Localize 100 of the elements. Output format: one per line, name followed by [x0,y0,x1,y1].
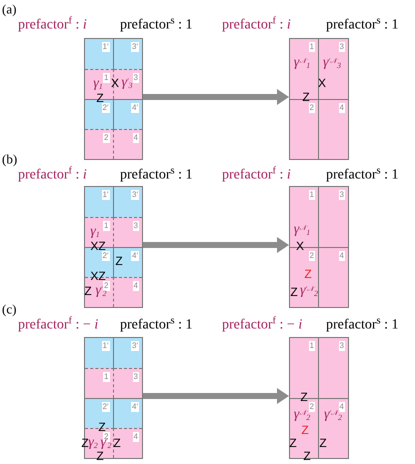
site-number: 1 [103,372,110,382]
site-number: 4 [132,281,139,291]
site-number: 4 [338,402,345,412]
site-number: 4′ [131,251,139,261]
site-number: 1′ [102,341,110,351]
site-number: 4 [132,133,139,143]
prefactor-label: prefactor$^{f}$ : − i [18,314,98,334]
site-number: 4 [132,432,139,442]
operator-symbol: Z [319,437,327,449]
prefactor-label: prefactor$^{s}$ : 1 [120,14,193,34]
site-number: 3 [338,341,345,351]
site-number: 2′ [102,251,110,261]
operator-symbol: Z [98,421,106,433]
lattice-cell [114,428,142,458]
lattice-cell [114,99,142,129]
site-number: 2 [308,251,315,261]
site-number: 1 [308,341,315,351]
site-number: 3 [132,73,139,83]
lattice-cell [85,129,114,159]
lattice-cell [85,187,114,217]
prefactor-label: prefactor$^{s}$ : 1 [120,164,193,184]
operator-symbol: Z [96,92,104,104]
prefactor-label: prefactor$^{s}$ : 1 [326,14,399,34]
prefactor-label: prefactor$^{f}$ : i [18,14,87,34]
operator-symbol: Z [302,91,310,103]
prefactor-label: prefactor$^{s}$ : 1 [120,314,193,334]
lattice-cell [114,247,142,277]
site-number: 4′ [131,402,139,412]
operator-symbol: Z [300,391,308,403]
site-number: 2 [103,281,110,291]
site-number: 2′ [102,103,110,113]
lattice-cell [114,338,142,368]
site-number: 1′ [102,42,110,52]
lattice-cell [114,129,142,159]
lattice-cell [85,39,114,69]
operator-symbol: Z [84,285,92,297]
lattice-grid [84,186,143,308]
lattice-cell [319,247,348,307]
lattice-grid [289,38,349,160]
lattice-cell [290,39,319,99]
lattice-cell [319,187,348,247]
gamma-symbol: γ$_{1}$ [93,77,103,91]
prefactor-label: prefactor$^{f}$ : i [222,164,291,184]
lattice-cell [114,398,142,428]
site-number: 2′ [102,402,110,412]
lattice-grid [289,337,349,459]
gamma-symbol: γ$_{1}$ [90,225,100,239]
site-number: 3 [132,221,139,231]
site-number: 1 [103,73,110,83]
operator-symbol: X [296,240,304,252]
lattice-cell [114,217,142,247]
site-number: 3 [338,42,345,52]
operator-symbol: Z [81,437,89,449]
site-number: 1 [308,190,315,200]
site-number: 4 [338,103,345,113]
lattice-cell [319,338,348,398]
lattice-cell [114,277,142,307]
site-number: 1′ [102,190,110,200]
operator-symbol: Z [304,268,312,280]
lattice-grid [84,38,143,160]
site-number: 2 [308,103,315,113]
prefactor-label: prefactor$^{f}$ : i [18,164,87,184]
lattice-cell [85,338,114,368]
site-number: 3 [132,372,139,382]
site-number: 3′ [131,190,139,200]
lattice-grid [289,186,349,308]
lattice-cell [114,39,142,69]
prefactor-label: prefactor$^{s}$ : 1 [326,164,399,184]
panel-label: (a) [2,0,16,18]
lattice-cell [319,99,348,159]
lattice-cell [319,39,348,99]
operator-symbol: Z [301,424,309,436]
site-number: 3′ [131,341,139,351]
prefactor-label: prefactor$^{s}$ : 1 [326,314,399,334]
operator-symbol: Z [290,286,298,298]
site-number: 3 [338,190,345,200]
operator-symbol: Z [289,437,297,449]
prefactor-label: prefactor$^{f}$ : − i [222,314,302,334]
arrow [143,237,289,253]
site-number: 4 [338,251,345,261]
operator-symbol: X [111,77,119,89]
operator-symbol: Z [115,255,123,267]
panel-label: (b) [2,150,18,168]
panel-label: (c) [2,300,16,318]
operator-symbol: X [318,77,326,89]
operator-symbol: XZ [90,270,106,282]
site-number: 2 [308,402,315,412]
arrow [143,388,289,404]
site-number: 2 [103,133,110,143]
lattice-cell [319,398,348,458]
prefactor-label: prefactor$^{f}$ : i [222,14,291,34]
arrow [143,89,289,105]
lattice-cell [114,368,142,398]
lattice-cell [85,368,114,398]
site-number: 1 [308,42,315,52]
operator-symbol: Z [303,450,311,462]
lattice-cell [114,187,142,217]
gamma-symbol: γ$_{2}$ [88,436,98,450]
operator-symbol: Z [96,450,104,462]
lattice-cell [290,99,319,159]
